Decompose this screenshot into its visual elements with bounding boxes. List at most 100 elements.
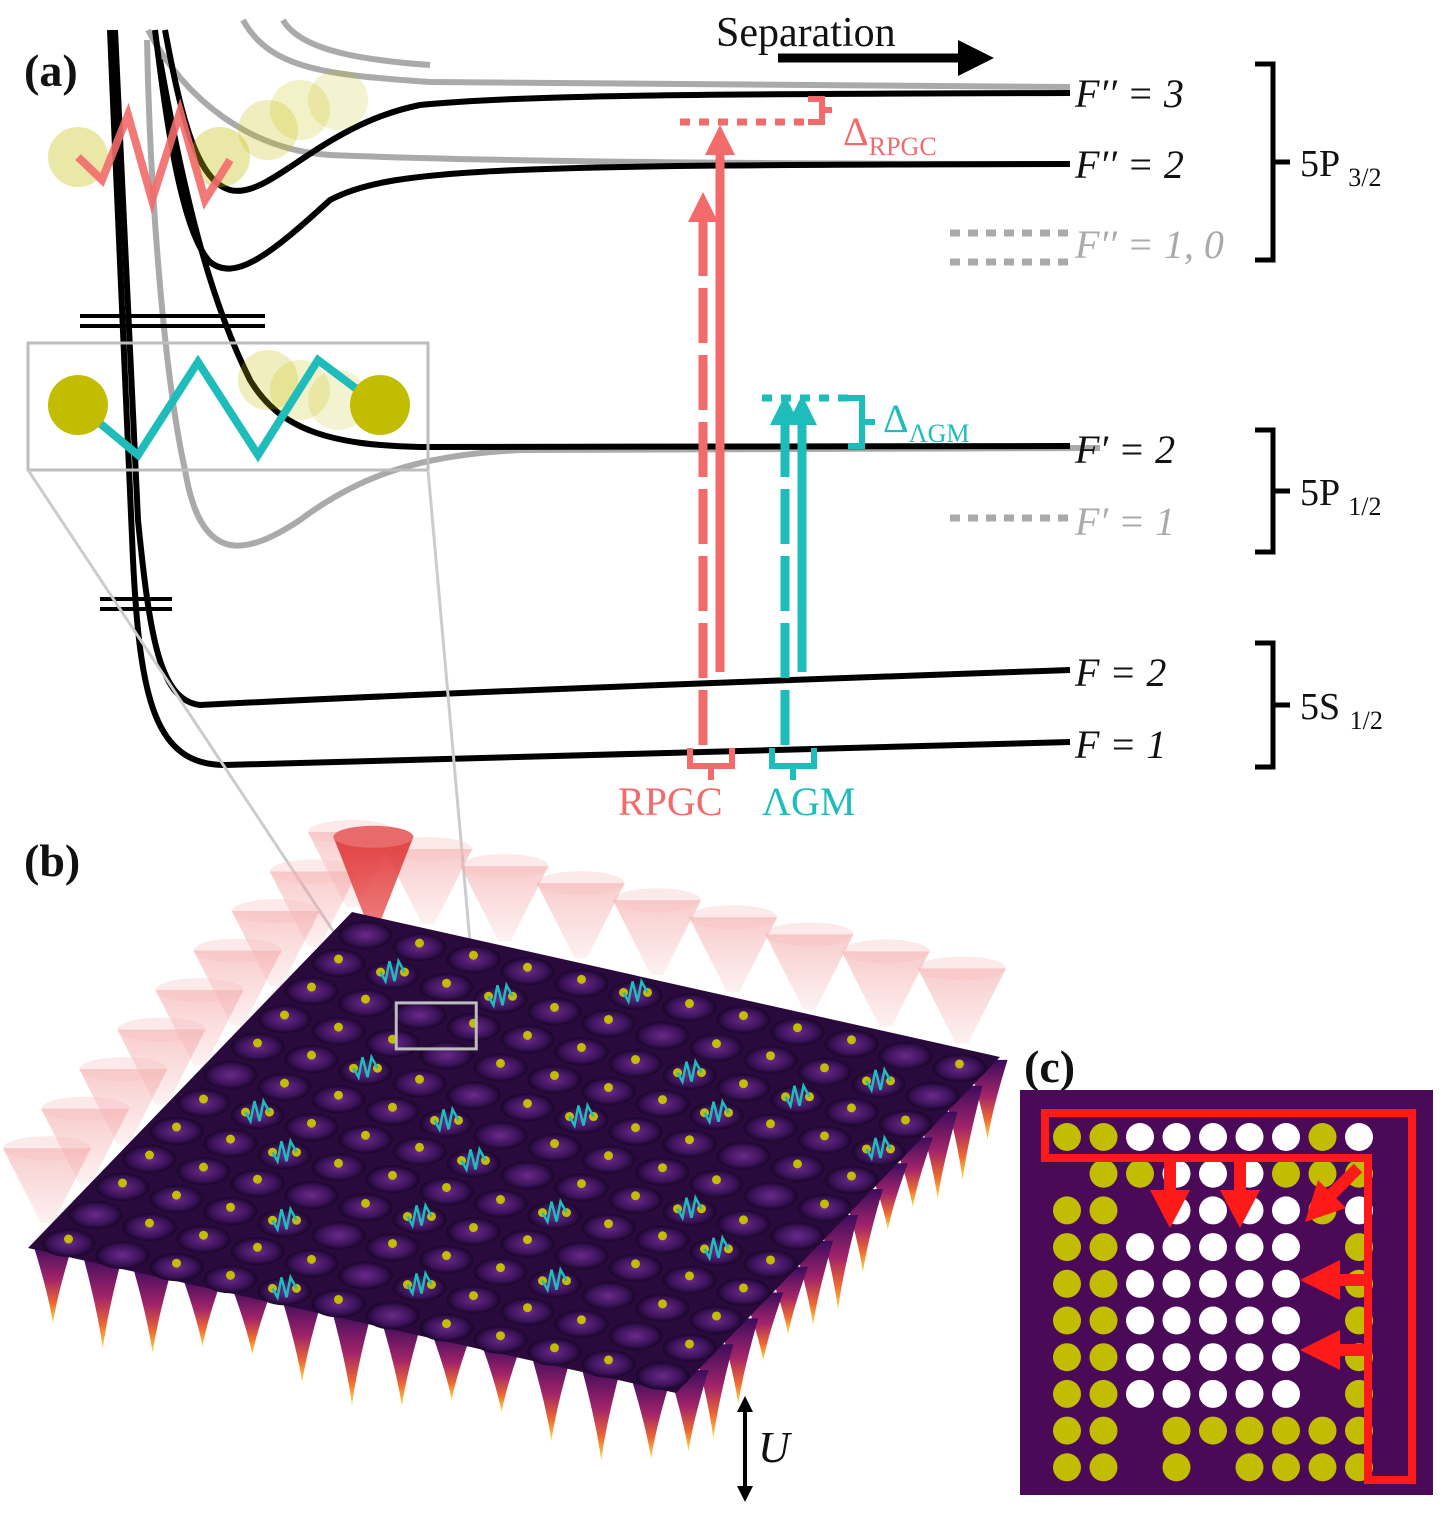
manifold-p32-text: 5P: [1300, 143, 1339, 185]
reservoir-atom: [1089, 1196, 1118, 1225]
potential-well-spike: [531, 1355, 572, 1442]
atom: [226, 1202, 235, 1212]
atom: [712, 1039, 721, 1049]
lattice-well: [95, 1241, 150, 1270]
target-site-atom: [1162, 1379, 1191, 1408]
atom: [658, 1163, 667, 1173]
target-site-atom: [1199, 1269, 1227, 1298]
atom: [523, 1303, 532, 1313]
laser-cone: [269, 871, 358, 947]
target-site-atom: [1235, 1123, 1264, 1151]
laser-cone: [689, 917, 778, 993]
atom: [442, 1319, 451, 1329]
potential-well-spike: [282, 1299, 323, 1383]
atom: [739, 1215, 748, 1225]
target-site-atom: [1199, 1343, 1227, 1372]
atom: [226, 1134, 235, 1144]
reservoir-atom: [1053, 1123, 1081, 1151]
lattice-well: [581, 1281, 636, 1310]
molecule-bond: [703, 1098, 730, 1126]
potential-well-spike: [668, 1370, 709, 1452]
reservoir-atom: [1053, 1379, 1081, 1408]
atom: [550, 1002, 559, 1012]
target-site-atom: [1272, 1233, 1300, 1262]
laser-cone: [536, 883, 625, 959]
laser-cone: [117, 1029, 206, 1105]
lambda-gm-label: ΛGM: [762, 779, 855, 824]
atom: [145, 1150, 154, 1160]
potential-well-spike: [693, 1344, 734, 1440]
potential-well-spike: [82, 1254, 123, 1350]
target-site-atom: [1199, 1123, 1227, 1151]
axis-break-upper: [80, 314, 265, 328]
target-site-atom: [1126, 1343, 1154, 1372]
laser-cone-top: [460, 854, 549, 879]
atom: [388, 1170, 397, 1180]
atom: [523, 1098, 532, 1108]
molecule-bond: [784, 1082, 811, 1110]
potential-well-spike: [718, 1318, 759, 1405]
potential-depth-arrow: [737, 1396, 753, 1502]
laser-cone: [612, 900, 701, 976]
laser-cone: [3, 1148, 92, 1224]
target-site-atom: [1272, 1196, 1300, 1225]
atom: [820, 1063, 829, 1073]
lattice-well: [473, 1121, 528, 1150]
atom: [307, 982, 316, 992]
molecule-bond: [568, 1101, 595, 1130]
lattice-well: [608, 1321, 663, 1350]
level-label-p12-f1: F′ = 1: [1074, 499, 1175, 544]
ground-molecule-illustration: [48, 350, 410, 463]
potential-well-spike: [431, 1332, 472, 1401]
atom: [712, 1311, 721, 1321]
atom: [442, 978, 451, 988]
molecule-bond: [676, 1194, 703, 1222]
atom: [334, 1090, 343, 1100]
dotted-levels-grey: [950, 229, 1070, 522]
atom: [793, 1023, 802, 1033]
zoom-inset-box: [26, 341, 430, 472]
reservoir-atom: [1272, 1416, 1300, 1445]
lattice-well: [635, 1361, 690, 1390]
atom: [820, 1131, 829, 1141]
lattice-well: [311, 1221, 366, 1250]
reservoir-atom: [1089, 1306, 1118, 1335]
laser-cone-top: [117, 1017, 206, 1042]
potential-well-spike: [381, 1321, 422, 1407]
atom: [631, 1191, 640, 1201]
laser-cone: [41, 1108, 130, 1184]
laser-cone-top: [155, 978, 244, 1003]
laser-cone: [460, 866, 549, 942]
lattice-well: [716, 1141, 771, 1170]
reservoir-atom: [1199, 1416, 1227, 1445]
molecule-bond: [271, 1205, 298, 1233]
reservoir-atom: [1235, 1453, 1264, 1482]
target-site-atom: [1126, 1233, 1154, 1262]
reservoir-atom: [1053, 1306, 1081, 1335]
potential-well-spike: [581, 1366, 622, 1462]
target-site-atom: [1272, 1379, 1300, 1408]
manifold-p12-text: 5P: [1300, 472, 1339, 514]
atom: [550, 1070, 559, 1080]
potential-well-spike: [132, 1265, 173, 1354]
manifold-label-s12: 5S 1/2: [1300, 686, 1383, 735]
target-site-atom: [1162, 1343, 1191, 1372]
potential-well-spike: [32, 1243, 73, 1324]
manifold-label-p32: 5P 3/2: [1300, 143, 1381, 192]
reservoir-atom: [1053, 1453, 1081, 1482]
lattice-well: [743, 1181, 798, 1210]
atom: [388, 1102, 397, 1112]
atom: [361, 1198, 370, 1208]
reservoir-atom: [1053, 1196, 1081, 1225]
atom: [442, 1182, 451, 1192]
reservoir-atom: [1272, 1453, 1300, 1482]
reservoir-atom: [1089, 1343, 1118, 1372]
atom: [145, 1218, 154, 1228]
atom: [631, 1055, 640, 1065]
lattice-well: [878, 1041, 933, 1070]
target-site-atom: [1199, 1159, 1227, 1188]
reservoir-atom: [1308, 1123, 1337, 1151]
atom: [307, 1254, 316, 1264]
atom: [253, 1242, 262, 1252]
atom: [172, 1258, 181, 1268]
